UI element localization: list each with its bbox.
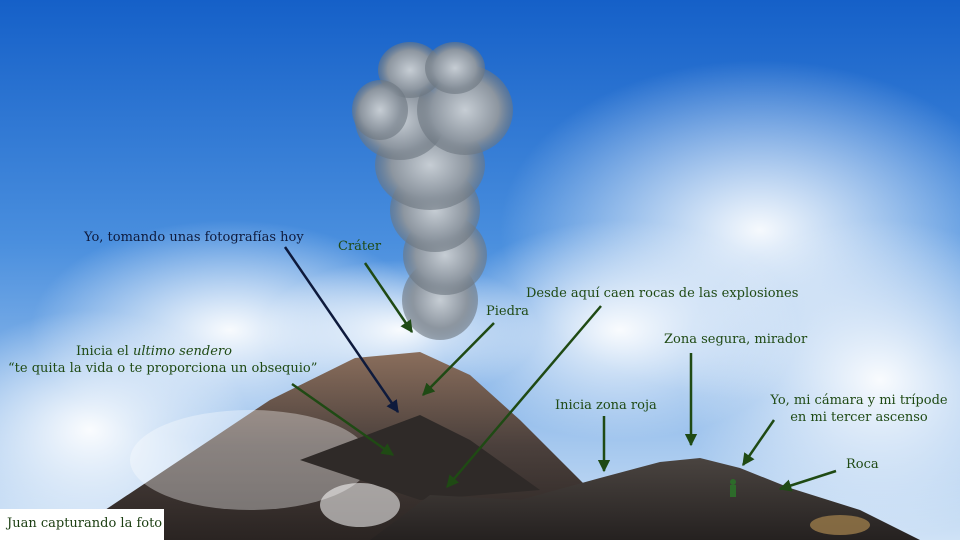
label-quote: “te quita la vida o te proporciona un ob… xyxy=(8,361,318,376)
label-inicia-sendero-em: ultimo sendero xyxy=(132,344,232,359)
label-roca: Roca xyxy=(846,457,879,472)
label-desde-aqui: Desde aquí caen rocas de las explosiones xyxy=(526,286,799,301)
arrow-piedra xyxy=(422,322,495,396)
label-zona-segura: Zona segura, mirador xyxy=(664,332,808,347)
label-crater: Cráter xyxy=(338,239,382,254)
label-inicia-sendero: Inicia el ultimo sendero “te quita la vi… xyxy=(8,343,317,377)
person-figure xyxy=(730,479,736,497)
arrow-crater xyxy=(363,262,414,334)
dark-shoulder xyxy=(300,415,540,500)
label-inicia-zona-roja: Inicia zona roja xyxy=(555,398,657,413)
ash-plume xyxy=(352,42,513,340)
caption-text: Juan capturando la foto xyxy=(7,516,163,531)
label-inicia-sendero-pre: Inicia el xyxy=(76,344,133,359)
photo-credit-caption: Juan capturando la foto xyxy=(0,509,164,540)
arrow-desde-aqui xyxy=(446,305,602,488)
label-yo-camara-line1: Yo, mi cámara y mi trípode xyxy=(770,393,948,408)
label-yo-camara-tripode: Yo, mi cámara y mi trípode en mi tercer … xyxy=(760,392,958,426)
label-yo-camara-line2: en mi tercer ascenso xyxy=(790,410,928,425)
annotation-arrows xyxy=(283,246,837,492)
arrow-inicia-sendero xyxy=(291,382,395,457)
arrow-roca xyxy=(778,469,837,492)
label-piedra: Piedra xyxy=(486,304,529,319)
arrow-yo-camara xyxy=(741,419,776,467)
label-yo-tomando-fotografias: Yo, tomando unas fotografías hoy xyxy=(84,230,304,245)
foreground-ridge xyxy=(370,458,920,540)
arrow-yo-hoy xyxy=(283,246,400,414)
